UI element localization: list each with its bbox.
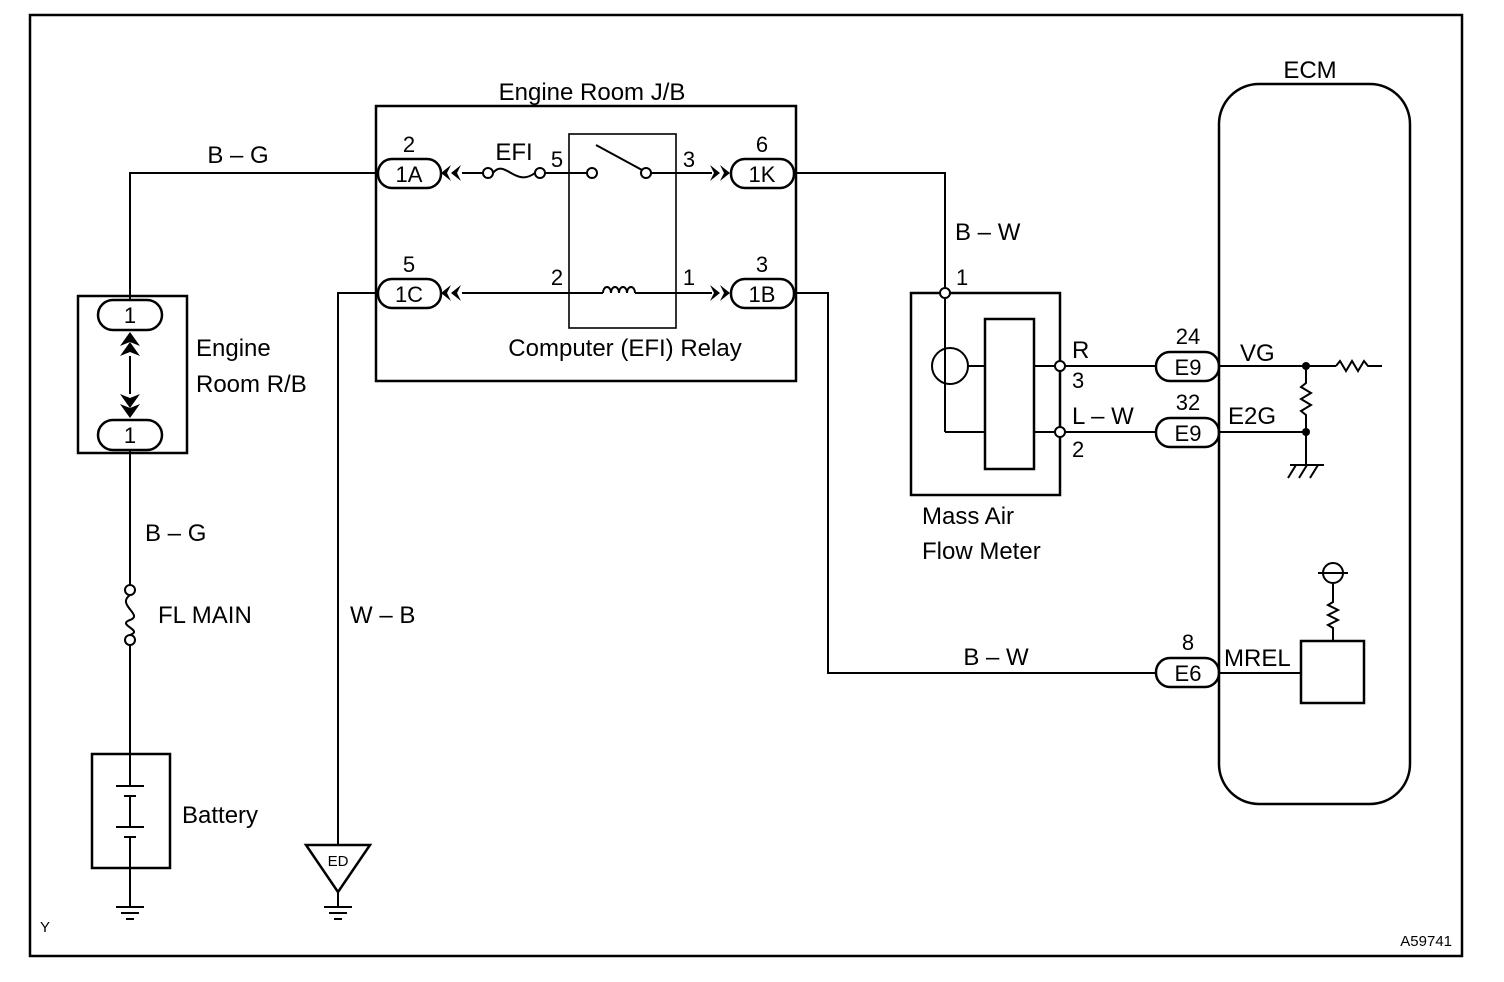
engine-room-rb-label-line1: Engine [196, 335, 271, 362]
wire-lw-label: L – W [1072, 403, 1134, 430]
connector-1a-chevron-icon [441, 165, 461, 181]
connector-1a-code: 1A [396, 162, 423, 187]
engine-room-rb-box [76, 294, 189, 455]
connector-1k-chevron-icon [710, 165, 730, 181]
ecm-chassis-ground-icon [1287, 464, 1324, 479]
engine-room-jb-label: Engine Room J/B [499, 79, 686, 106]
engine-room-rb-label-line2: Room R/B [196, 371, 307, 398]
connector-1c-pin: 5 [403, 252, 415, 277]
relay-contact-right [640, 167, 652, 179]
ground-ed-icon [303, 843, 373, 895]
relay-pin-5: 5 [551, 147, 563, 172]
fl-main-end-bottom [124, 634, 136, 646]
maf-box [909, 291, 1062, 497]
efi-fuse-end-right [534, 167, 546, 179]
connector-e9-e2g-code: E9 [1175, 421, 1202, 446]
wire-wb-label: W – B [350, 602, 415, 629]
maf-pin-2: 2 [1072, 437, 1084, 462]
ecm-pulldown-resistor-icon [1299, 366, 1313, 432]
battery-label: Battery [182, 802, 258, 829]
wire-r-label: R [1072, 337, 1089, 364]
relay-pin-1: 1 [683, 265, 695, 290]
ecm-box [1217, 82, 1412, 806]
engine-room-jb-box [374, 104, 798, 383]
connector-1k-pin: 6 [756, 132, 768, 157]
efi-fuse-end-left [482, 167, 494, 179]
efi-fuse-label: EFI [495, 139, 532, 166]
rb-chevron-down-icon [120, 394, 140, 418]
maf-label-line2: Flow Meter [922, 538, 1041, 565]
wire-bg-top-label: B – G [207, 142, 268, 169]
wire-bw-upper-label: B – W [955, 219, 1021, 246]
ecm-vg-resistor-icon [1335, 359, 1382, 373]
ecm-power-source-icon [1318, 562, 1348, 584]
connector-1k-code: 1K [749, 162, 776, 187]
corner-y-label: Y [40, 919, 50, 936]
ecm-e2g-label: E2G [1228, 403, 1276, 430]
connector-e9-vg-pin: 24 [1176, 324, 1200, 349]
relay-contact-left [586, 167, 598, 179]
rb-connector-top-code: 1 [124, 303, 136, 328]
rb-chevron-up-icon [120, 332, 140, 356]
maf-label-line1: Mass Air [922, 503, 1014, 530]
relay-switch-arm [595, 144, 643, 171]
figure-code-label: A59741 [1400, 933, 1452, 950]
relay-pin-2: 2 [551, 265, 563, 290]
ecm-mrel-driver-box [1299, 639, 1366, 705]
maf-terminal-2 [1054, 426, 1066, 438]
relay-pin-3: 3 [683, 147, 695, 172]
diagram-frame [28, 13, 1464, 958]
fl-main-label: FL MAIN [158, 602, 252, 629]
connector-1a-pin: 2 [403, 132, 415, 157]
fl-main-fuse-icon [125, 594, 135, 636]
maf-transistor-icon [931, 347, 969, 385]
wire-bw-upper [794, 172, 946, 288]
relay-coil-icon [602, 286, 636, 294]
connector-1c-chevron-icon [441, 285, 461, 301]
ground-ed-label: ED [328, 853, 349, 870]
fl-main-end-top [124, 584, 136, 596]
connector-1b-code: 1B [749, 282, 776, 307]
connector-1b-pin: 3 [756, 252, 768, 277]
ground-ed-earth-icon [324, 906, 352, 920]
wire-bw-lower [794, 292, 1156, 674]
maf-pin-1: 1 [956, 265, 968, 290]
maf-terminal-3 [1054, 360, 1066, 372]
connector-e9-e2g-pin: 32 [1176, 390, 1200, 415]
maf-terminal-1 [939, 287, 951, 299]
connector-e6-pin: 8 [1182, 630, 1194, 655]
wire-bg-bottom-label: B – G [145, 520, 206, 547]
maf-sensor-element [983, 317, 1036, 471]
connector-1c-code: 1C [395, 282, 423, 307]
connector-1b-chevron-icon [710, 285, 730, 301]
wire-bw-lower-label: B – W [963, 644, 1029, 671]
wire-wb [337, 292, 378, 845]
battery-ground-icon [116, 906, 144, 920]
ecm-vg-label: VG [1240, 340, 1275, 367]
connector-e6-code: E6 [1175, 661, 1202, 686]
rb-connector-bottom-code: 1 [124, 423, 136, 448]
efi-relay-label: Computer (EFI) Relay [508, 335, 741, 362]
wire-bg-top [129, 172, 378, 300]
ecm-label: ECM [1283, 57, 1336, 84]
maf-pin-3: 3 [1072, 368, 1084, 393]
efi-relay-box [568, 133, 677, 329]
efi-fuse-icon [492, 167, 536, 179]
ecm-mrel-resistor-icon [1325, 584, 1341, 641]
ecm-mrel-label: MREL [1224, 645, 1291, 672]
connector-e9-vg-code: E9 [1175, 355, 1202, 380]
